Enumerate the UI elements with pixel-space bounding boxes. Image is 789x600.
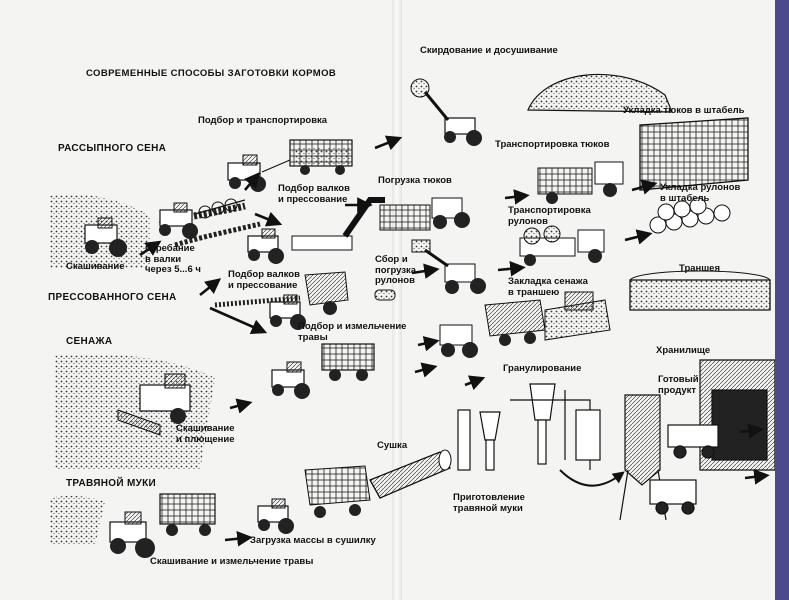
label-bale-loading: Погрузка тюков [378, 175, 452, 186]
tractor-mowing-icon [84, 217, 127, 257]
stacker-tractor-icon [410, 78, 482, 146]
dryer-drum-icon [369, 449, 452, 499]
section-pressed-hay: ПРЕССОВАННОГО СЕНА [48, 292, 177, 303]
roll-truck-icon [519, 225, 605, 266]
roll-loader-icon [374, 239, 486, 301]
label-meal-prep: Приготовление травяной муки [453, 492, 525, 514]
section-haylage: СЕНАЖА [66, 336, 113, 347]
tractor-pickup-icon [227, 139, 353, 192]
label-load-dryer: Загрузка массы в сушилку [250, 535, 376, 546]
tractor-raking-icon [159, 198, 246, 239]
tractor-load-dryer-icon [257, 465, 371, 534]
haystack-icon [527, 73, 673, 113]
book-edge [775, 0, 789, 600]
label-granulation: Гранулирование [503, 363, 582, 374]
label-drying: Сушка [377, 440, 408, 451]
label-mow-condition: Скашивание и плющение [176, 423, 235, 445]
label-stacking-drying: Скирдование и досушивание [420, 45, 558, 56]
roll-stack-icon [649, 197, 731, 234]
meal-plant-icon [457, 383, 601, 471]
label-roll-stacking: Укладка рулонов в штабель [660, 182, 741, 204]
label-roll-collect: Сбор и погрузка рулонов [375, 254, 417, 286]
label-pickup-chop: Подбор и измельчение травы [298, 321, 407, 343]
label-raking: Сгребание в валки через 5...6 ч [145, 243, 201, 275]
tractor-chop-icon [271, 343, 375, 399]
label-pickup-press-1: Подбор валков и прессование [278, 183, 350, 205]
label-roll-transport: Транспортировка рулонов [508, 205, 591, 227]
page-title: СОВРЕМЕННЫЕ СПОСОБЫ ЗАГОТОВКИ КОРМОВ [86, 68, 337, 79]
label-mowing: Скашивание [66, 261, 125, 272]
section-loose-hay: РАССЫПНОГО СЕНА [58, 143, 167, 154]
label-pickup-press-2: Подбор валков и прессование [228, 269, 300, 291]
combine-mow-icon [117, 373, 191, 436]
haylage-truck-icon [439, 291, 611, 358]
label-finished-product: Готовый продукт [658, 374, 699, 396]
trench-icon [629, 270, 771, 311]
label-pickup-transport: Подбор и транспортировка [198, 115, 328, 126]
flow-arrows [139, 135, 770, 547]
tractor-press-1-icon [247, 197, 385, 264]
label-bale-stacking: Укладка тюков в штабель [623, 105, 745, 116]
label-storage: Хранилище [656, 345, 711, 356]
tractor-press-2-icon [269, 271, 349, 330]
silo-icon [619, 394, 697, 521]
label-mow-chop: Скашивание и измельчение травы [150, 556, 314, 567]
label-trench: Траншея [679, 263, 721, 274]
harvester-meal-icon [109, 493, 216, 558]
bale-truck-icon [537, 161, 624, 204]
bale-stack-icon [639, 117, 749, 191]
page-fold [392, 0, 402, 600]
field-haylage [55, 354, 215, 470]
label-bale-transport: Транспортировка тюков [495, 139, 610, 150]
label-haylage-laying: Закладка сенажа в траншею [508, 276, 588, 298]
storage-building-icon [667, 359, 776, 471]
bale-loader-icon [379, 197, 470, 231]
field-grass-meal [50, 495, 105, 545]
section-grass-meal: ТРАВЯНОЙ МУКИ [66, 478, 156, 489]
